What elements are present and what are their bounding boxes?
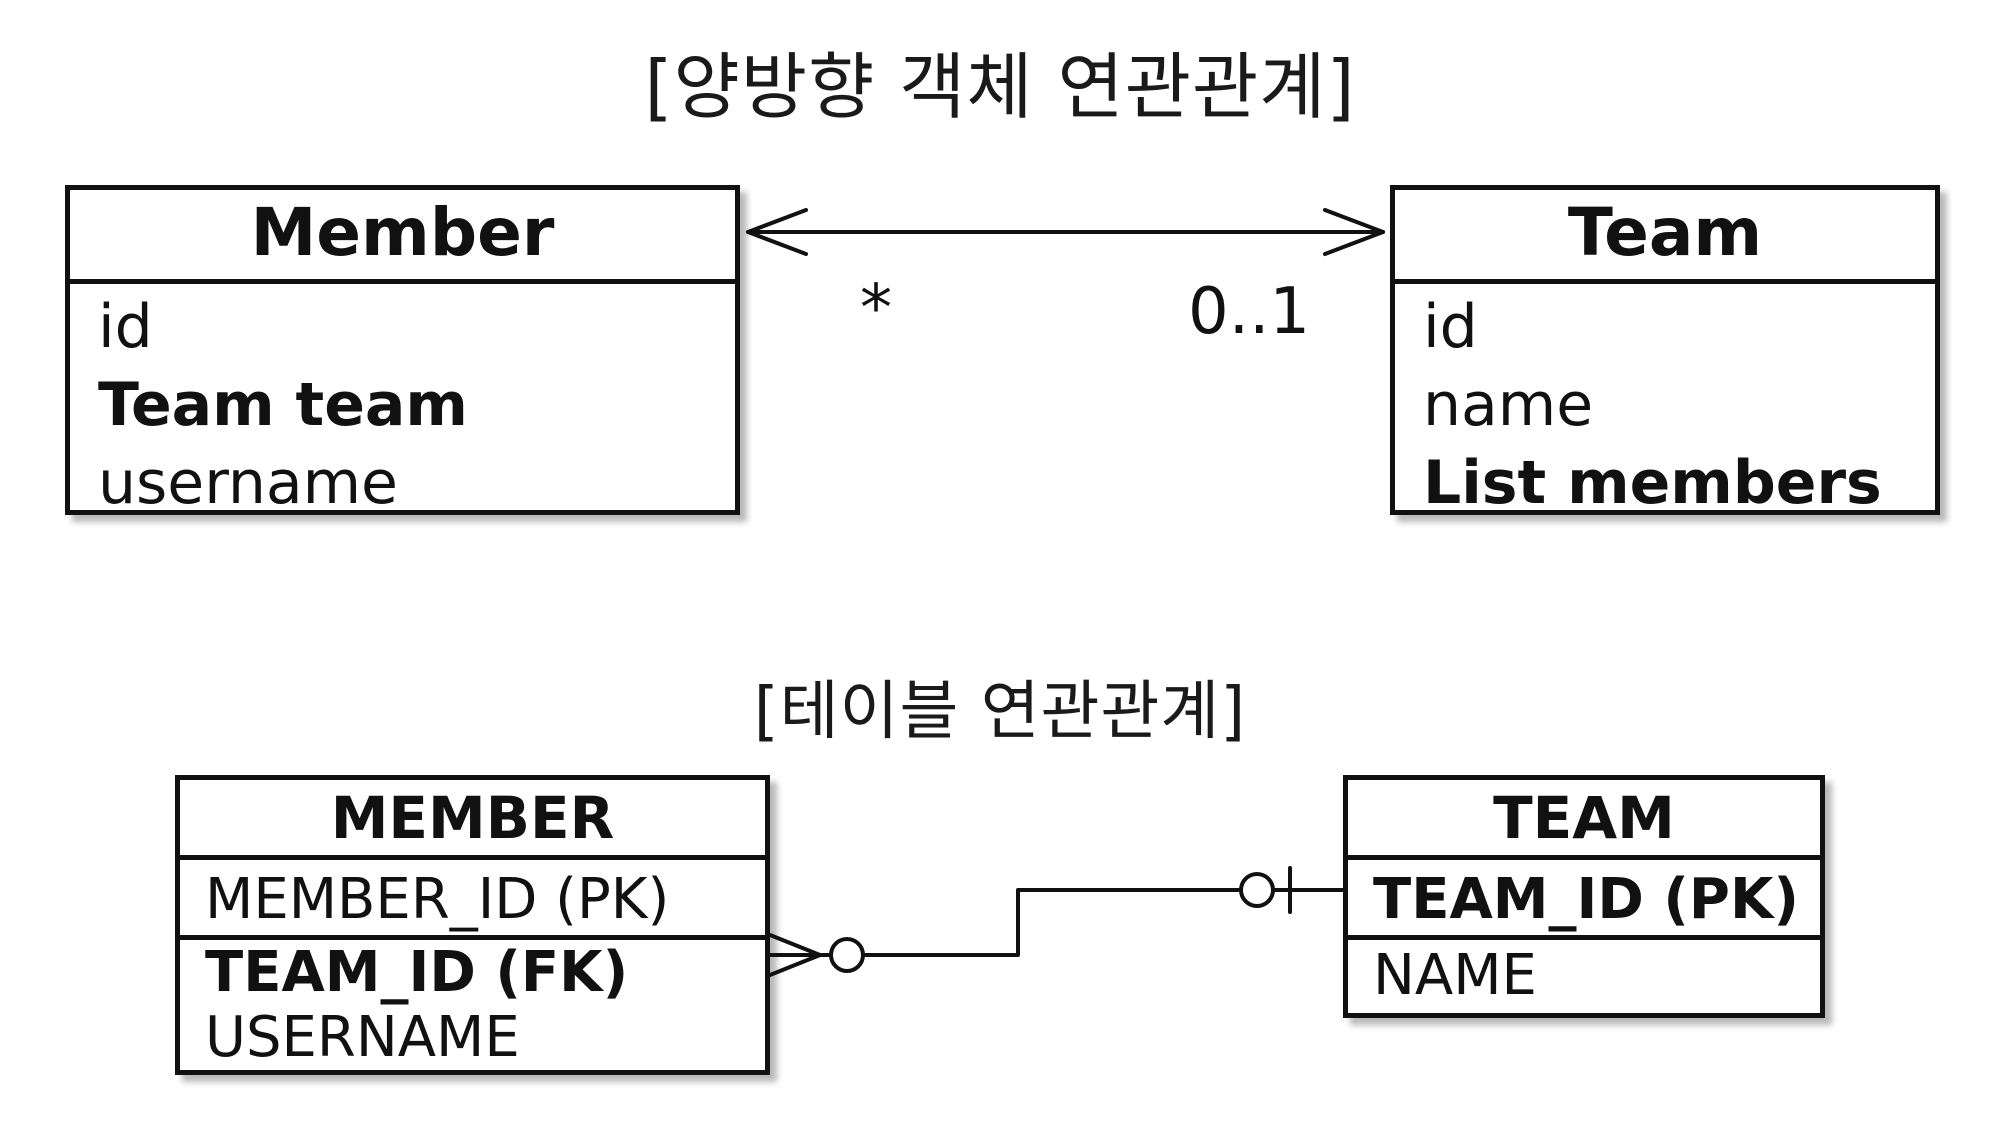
member-class-box: Member id Team team username	[65, 185, 740, 518]
crowfoot-lower-prong	[768, 953, 822, 977]
relationship-line	[862, 888, 1242, 957]
team-field-members: List members	[1423, 448, 1882, 518]
team-column-team-id: TEAM_ID (PK)	[1348, 860, 1820, 940]
member-column-username: USERNAME	[205, 1005, 520, 1070]
member-column-member-id: MEMBER_ID (PK)	[180, 860, 765, 940]
team-arrowhead	[1323, 208, 1385, 256]
member-field-id: id	[98, 292, 153, 362]
member-field-team: Team team	[98, 370, 468, 440]
member-arrowhead	[746, 208, 808, 256]
member-end-multiplicity: *	[860, 272, 892, 346]
team-end-multiplicity: 0..1	[1188, 275, 1311, 349]
member-field-username: username	[98, 448, 398, 518]
member-column-team-id: TEAM_ID (FK)	[205, 940, 629, 1005]
member-table-box: MEMBER MEMBER_ID (PK) TEAM_ID (FK) USERN…	[175, 775, 770, 1075]
table-relation-title: [테이블 연관관계]	[753, 675, 1247, 749]
member-table-name: MEMBER	[180, 780, 765, 860]
team-field-name: name	[1423, 370, 1594, 440]
member-end-optional-circle	[829, 937, 865, 973]
team-end-optional-circle	[1239, 872, 1275, 908]
team-column-name: NAME	[1373, 943, 1537, 1008]
team-table-name: TEAM	[1348, 780, 1820, 860]
object-relation-title: [양방향 객체 연관관계]	[644, 45, 1356, 129]
member-class-name: Member	[70, 190, 735, 284]
team-class-box: Team id name List members	[1390, 185, 1940, 518]
team-table-box: TEAM TEAM_ID (PK) NAME	[1343, 775, 1825, 1018]
crowfoot-upper-prong	[768, 933, 822, 957]
team-class-name: Team	[1395, 190, 1935, 284]
team-field-id: id	[1423, 292, 1478, 362]
